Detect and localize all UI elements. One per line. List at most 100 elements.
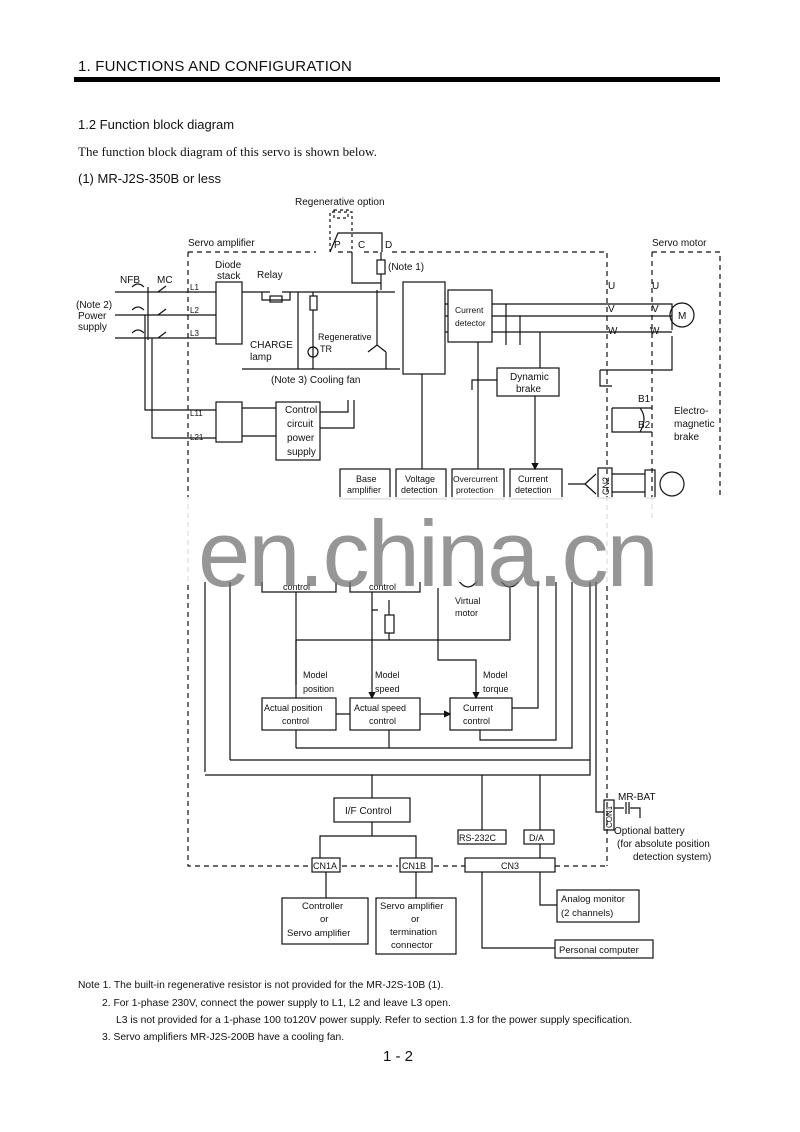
current-control-label: Current (463, 703, 494, 713)
analog-monitor-label: (2 channels) (561, 908, 613, 919)
title-rule (74, 77, 720, 82)
servo-amplifier-boundary (187, 251, 608, 867)
overcurrent-label: Overcurrent (453, 474, 499, 484)
cn1b-label: CN1B (402, 861, 426, 871)
motor-symbol: M (678, 311, 686, 322)
input-l3: L3 (190, 329, 199, 338)
terminal-d: D (385, 240, 392, 251)
rs232c-label: RS-232C (459, 833, 497, 843)
virtual-motor-label: motor (455, 608, 478, 618)
controller-label: Servo amplifier (287, 928, 350, 939)
diode-stack-label: Diode (215, 260, 242, 271)
model-speed-control-label: control (369, 582, 396, 592)
note1-ref: (Note 1) (388, 262, 424, 273)
terminal-p: P (334, 240, 341, 251)
em-brake-label: Electro- (674, 406, 708, 417)
intro-text: The function block diagram of this servo… (78, 144, 377, 159)
power-supply-label: (Note 2) (76, 300, 112, 311)
model-torque-label: torque (483, 684, 509, 694)
servo-amp-term-label: connector (391, 940, 433, 951)
con1-label: CON1 (605, 805, 614, 828)
control-power-label: Control (285, 405, 317, 416)
base-amplifier-label: Base (356, 474, 377, 484)
servo-motor-label: Servo motor (652, 238, 707, 249)
actual-position-control-label: Actual position (264, 703, 323, 713)
charge-lamp-label: lamp (250, 352, 272, 363)
actual-position-control-label: control (282, 716, 309, 726)
motor-u: U (652, 281, 659, 292)
note-2-continued: L3 is not provided for a 1-phase 100 to1… (116, 1015, 633, 1026)
brake-b2: B2 (638, 420, 651, 431)
output-u: U (608, 281, 615, 292)
section-title: 1.2 Function block diagram (78, 117, 235, 132)
power-supply-label: Power (78, 311, 107, 322)
base-amplifier-label: amplifier (347, 485, 381, 495)
current-detection-label: Current (518, 474, 549, 484)
model-speed-label: Model (375, 670, 400, 680)
da-label: D/A (529, 833, 544, 843)
virtual-motor-label: Virtual (455, 596, 480, 606)
controller-label: or (320, 914, 328, 925)
input-l11: L11 (190, 409, 203, 418)
servo-amplifier-label: Servo amplifier (188, 238, 255, 249)
mc-label: MC (157, 275, 173, 286)
if-control-label: I/F Control (345, 806, 392, 817)
terminal-c: C (358, 240, 365, 251)
cooling-fan-label: (Note 3) Cooling fan (271, 375, 361, 386)
em-brake-label: magnetic (674, 419, 715, 430)
optional-battery-label: (for absolute position (617, 839, 710, 850)
output-w: W (608, 326, 618, 337)
note-2: 2. For 1-phase 230V, connect the power s… (102, 998, 451, 1009)
model-torque-label: Model (483, 670, 508, 680)
voltage-detection-label: detection (401, 485, 438, 495)
current-control-label: control (463, 716, 490, 726)
actual-speed-control-label: control (369, 716, 396, 726)
input-l1: L1 (190, 283, 199, 292)
regen-tr-label: Regenerative (318, 332, 372, 342)
current-detector-label: detector (455, 318, 486, 328)
control-power-label: power (287, 433, 315, 444)
dynamic-brake-label: brake (516, 384, 541, 395)
input-l2: L2 (190, 306, 199, 315)
model-position-label: position (303, 684, 334, 694)
relay-label: Relay (257, 270, 283, 281)
overcurrent-label: protection (456, 485, 494, 495)
model-speed-label: speed (375, 684, 400, 694)
power-supply-label: supply (78, 322, 107, 333)
optional-battery-label: Optional battery (614, 826, 685, 837)
dynamic-brake-label: Dynamic (510, 372, 549, 383)
servo-amp-term-label: or (411, 914, 419, 925)
page-number: 1 - 2 (383, 1048, 414, 1065)
note-3: 3. Servo amplifiers MR-J2S-200B have a c… (102, 1032, 345, 1043)
servo-motor-boundary (651, 251, 721, 520)
note-1: Note 1. The built-in regenerative resist… (78, 980, 444, 991)
model-position-label: Model (303, 670, 328, 680)
cn1a-label: CN1A (313, 861, 337, 871)
current-detection-label: detection (515, 485, 552, 495)
watermark-band (180, 497, 700, 582)
regen-tr-label: TR (320, 344, 332, 354)
mr-bat-label: MR-BAT (618, 792, 656, 803)
watermark: en.china.cn (198, 501, 659, 606)
output-v: V (608, 304, 615, 315)
motor-v: V (652, 304, 659, 315)
actual-speed-control-label: Actual speed (354, 703, 406, 713)
em-brake-label: brake (674, 432, 699, 443)
diode-stack-label: stack (217, 271, 241, 282)
chapter-title: 1. FUNCTIONS AND CONFIGURATION (78, 58, 353, 75)
current-detector-label: Current (455, 305, 484, 315)
input-l21: L21 (190, 433, 204, 442)
sub-title: (1) MR-J2S-350B or less (78, 171, 222, 186)
control-power-label: supply (287, 447, 316, 458)
personal-computer-label: Personal computer (559, 945, 639, 956)
motor-w: W (650, 326, 660, 337)
optional-battery-label: detection system) (633, 852, 711, 863)
cn3-label: CN3 (501, 861, 519, 871)
charge-lamp-label: CHARGE (250, 340, 293, 351)
controller-label: Controller (302, 901, 343, 912)
nfb-label: NFB (120, 275, 140, 286)
servo-amp-term-label: Servo amplifier (380, 901, 443, 912)
brake-b1: B1 (638, 394, 651, 405)
regenerative-option-label: Regenerative option (295, 197, 385, 208)
